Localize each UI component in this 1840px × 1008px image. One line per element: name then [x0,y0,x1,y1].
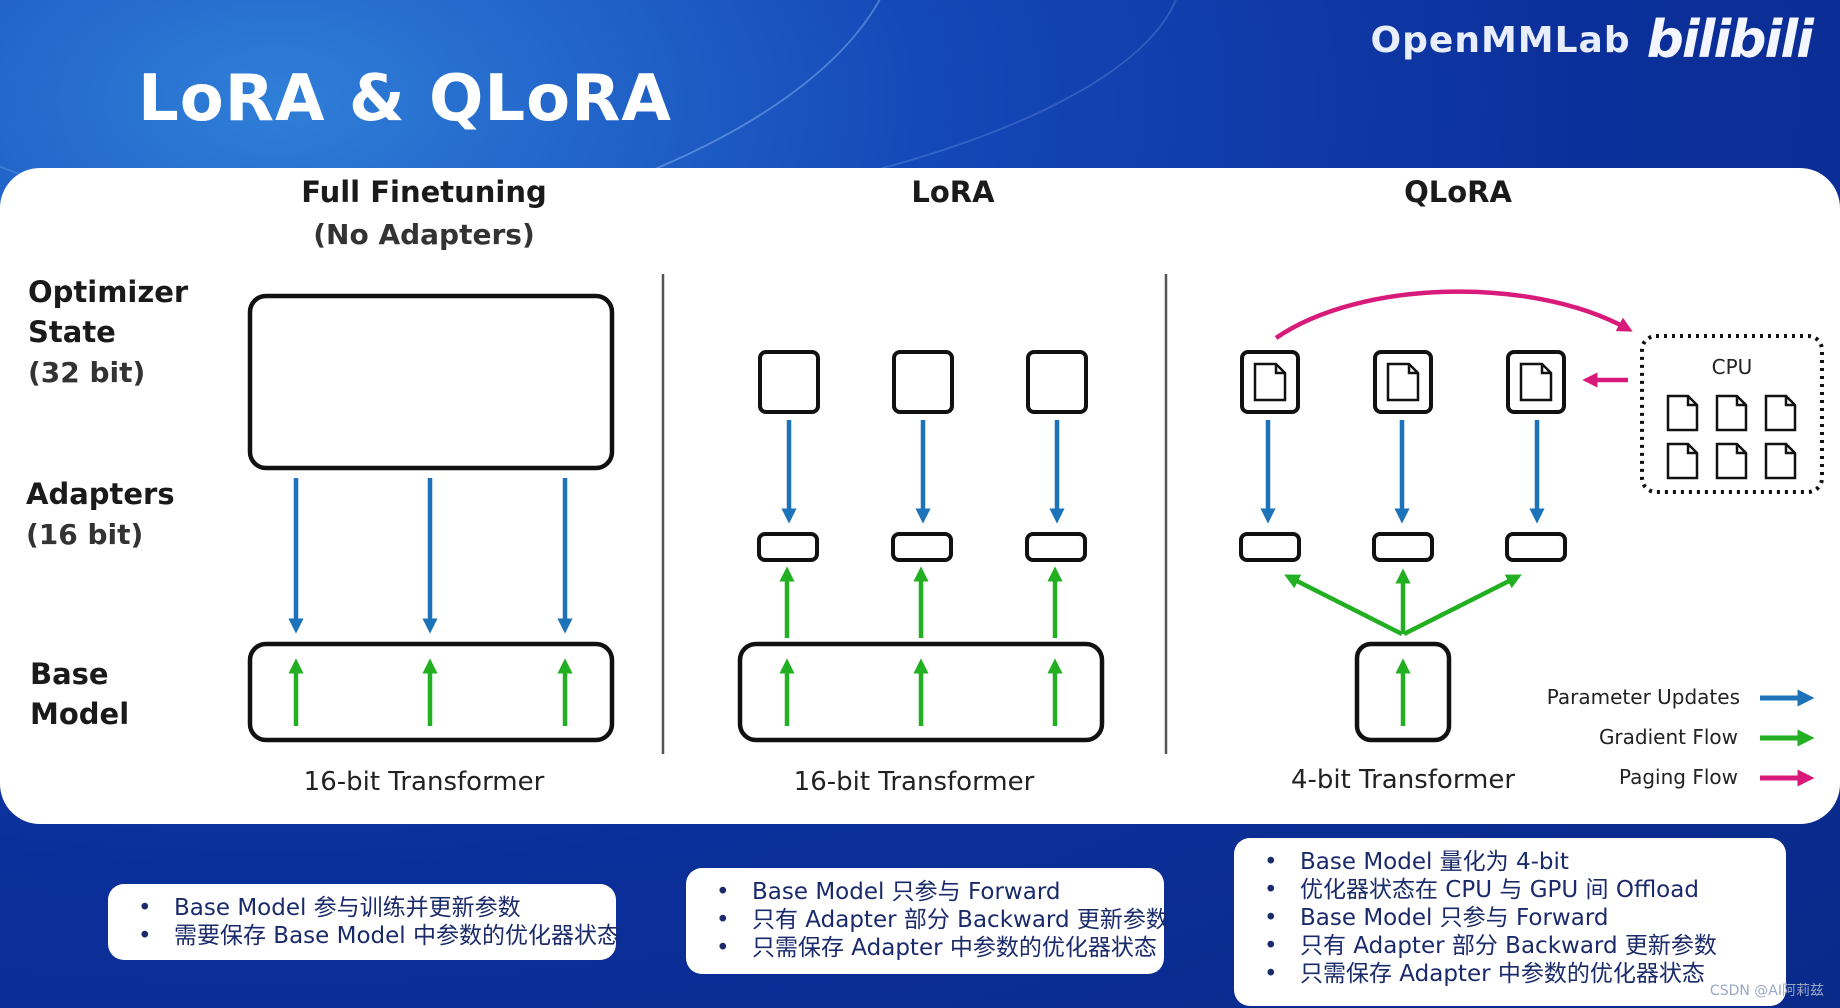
bilibili-logo: bilibili [1646,10,1814,70]
note-item: 只有 Adapter 部分 Backward 更新参数 [716,906,1169,934]
lora-qlora-diagram: Full Finetuning (No Adapters) LoRA QLoRA… [26,175,1824,797]
qlora-adapter-blocks [1239,532,1567,562]
page-icon [1386,362,1420,402]
adapter-block [1372,532,1434,562]
qlora-optimizer-state-blocks [1240,350,1566,414]
adapter-block [1239,532,1301,562]
row-label-optimizer-bits: (32 bit) [28,356,145,389]
page-icon [1519,362,1553,402]
page-icon [1666,442,1699,480]
parameter-update-arrows [1260,420,1545,524]
note-full-finetuning: Base Model 参与训练并更新参数 需要保存 Base Model 中参数… [108,884,620,960]
row-label-base-model: Model [30,697,129,731]
page-icon [1253,362,1287,402]
row-label-optimizer-state: Optimizer [28,275,189,309]
lora-adapter-blocks [757,532,1087,562]
base-model-block [247,641,615,743]
base-model-block [737,641,1105,743]
adapter-block [1505,532,1567,562]
transformer-label-full: 16-bit Transformer [304,767,545,797]
parameter-update-arrows [781,420,1065,524]
row-label-adapters-bits: (16 bit) [26,518,143,551]
note-lora: Base Model 只参与 Forward 只有 Adapter 部分 Bac… [686,868,1169,974]
optimizer-state-block [247,293,615,471]
base-model-block [1354,641,1452,743]
column-title-qlora: QLoRA [1404,175,1512,209]
note-item: Base Model 只参与 Forward [716,878,1144,906]
gradient-flow-arrows [1284,568,1522,726]
page-icon [1715,394,1748,432]
optimizer-state-block [1026,350,1088,414]
brand-logos: OpenMMLab bilibili [1370,10,1814,70]
row-label-optimizer-state: State [28,315,116,349]
optimizer-state-block [1506,350,1566,414]
page-icon [1764,394,1797,432]
legend-label-gradient-flow: Gradient Flow [1599,725,1738,749]
note-item: Base Model 只参与 Forward [1264,904,1766,932]
adapter-block [757,532,819,562]
note-qlora: Base Model 量化为 4-bit 优化器状态在 CPU 与 GPU 间 … [1234,838,1786,1006]
row-label-adapters: Adapters [26,477,175,511]
gradient-flow-arrows [288,658,573,726]
transformer-label-lora: 16-bit Transformer [794,767,1035,797]
note-item: 只需保存 Adapter 中参数的优化器状态 [716,934,1157,962]
adapter-block [1025,532,1087,562]
cpu-box [1640,334,1824,494]
csdn-watermark: CSDN @AI阿莉兹 [1709,983,1824,999]
diagram-panel: Full Finetuning (No Adapters) LoRA QLoRA… [0,168,1840,824]
column-title-full-finetuning: Full Finetuning [301,175,547,209]
note-item: 只需保存 Adapter 中参数的优化器状态 [1264,960,1766,988]
optimizer-state-block [1240,350,1300,414]
optimizer-state-block [758,350,820,414]
page-icon [1764,442,1797,480]
parameter-update-arrows [288,478,573,634]
cpu-memory-box: CPU [1640,334,1824,494]
note-item: 优化器状态在 CPU 与 GPU 间 Offload [1264,876,1766,904]
note-item: 需要保存 Base Model 中参数的优化器状态 [138,922,620,950]
note-item: 只有 Adapter 部分 Backward 更新参数 [1264,932,1766,960]
page-icon [1666,394,1699,432]
legend-label-paging-flow: Paging Flow [1619,765,1738,789]
page-icon [1715,442,1748,480]
gradient-flow-arrow [1284,574,1404,637]
column-subtitle-full-finetuning: (No Adapters) [313,218,535,251]
column-title-lora: LoRA [911,175,995,209]
row-label-base-model: Base [30,657,109,691]
lora-optimizer-state-blocks [758,350,1088,414]
transformer-label-qlora: 4-bit Transformer [1291,765,1515,795]
legend: Parameter Updates Gradient Flow Paging F… [1547,685,1815,789]
gradient-flow-arrow [1402,574,1522,637]
legend-label-parameter-updates: Parameter Updates [1547,685,1740,709]
optimizer-state-block [1373,350,1433,414]
paging-flow-arrow [1274,289,1633,340]
gradient-flow-arrows [779,566,1063,726]
openmmlab-logo: OpenMMLab [1370,19,1631,61]
optimizer-state-block [892,350,954,414]
slide-title: LoRA & QLoRA [138,62,672,136]
note-item: Base Model 量化为 4-bit [1264,848,1766,876]
adapter-block [891,532,953,562]
cpu-label: CPU [1712,355,1753,379]
note-item: Base Model 参与训练并更新参数 [138,894,596,922]
